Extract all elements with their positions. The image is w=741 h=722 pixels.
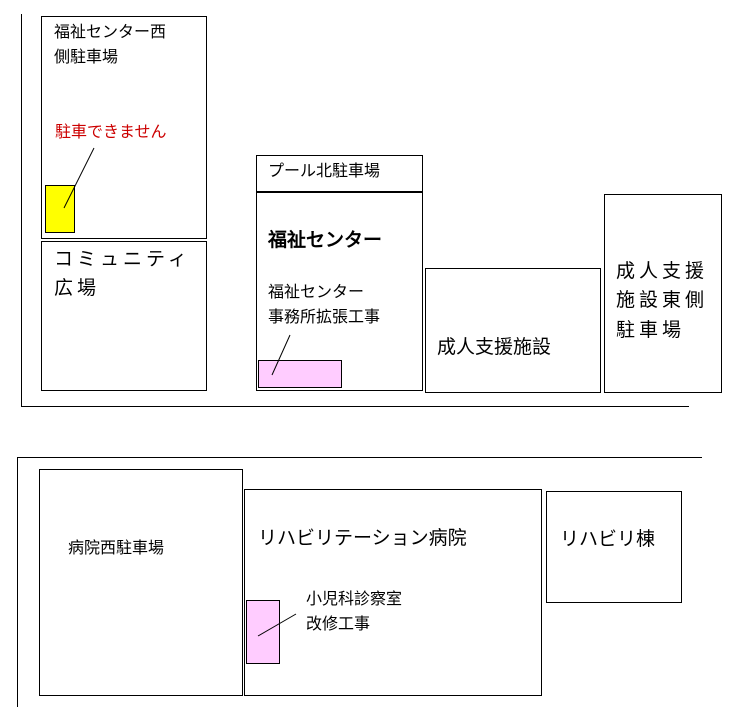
top-left-boundary	[21, 14, 22, 407]
pediatric-renovation-area	[246, 600, 280, 664]
pool-north-parking-label: プール北駐車場	[268, 161, 381, 180]
rehab-hospital-label: リハビリテーション病院	[258, 527, 467, 549]
no-parking-note: 駐車できません	[55, 122, 167, 141]
adult-support-facility	[425, 268, 601, 393]
adult-support-east-parking-lot	[604, 194, 722, 393]
top-road-line	[21, 406, 689, 407]
office-expansion-note: 福祉センター 事務所拡張工事	[268, 282, 381, 326]
community-plaza-label: コミュニティ 広場	[54, 248, 191, 300]
office-expansion-area	[258, 360, 342, 388]
no-parking-area	[45, 185, 75, 233]
community-plaza	[41, 241, 207, 391]
pediatric-renovation-note: 小児科診察室 改修工事	[306, 589, 403, 633]
pool-north-parking-lot	[256, 155, 423, 192]
bottom-road-line	[17, 457, 702, 458]
adult-support-label: 成人支援施設	[437, 336, 552, 358]
welfare-west-parking-label: 福祉センター西 側駐車場	[54, 22, 167, 66]
welfare-center-label: 福祉センター	[268, 229, 383, 251]
hospital-west-parking-lot	[39, 469, 243, 696]
adult-support-east-parking-label: 成人支援 施設東側 駐車場	[616, 260, 709, 341]
hospital-west-parking-label: 病院西駐車場	[68, 538, 165, 557]
bottom-left-boundary	[17, 457, 18, 707]
rehab-building	[546, 491, 682, 603]
rehab-hospital-building	[244, 489, 542, 696]
rehab-building-label: リハビリ棟	[560, 528, 656, 550]
